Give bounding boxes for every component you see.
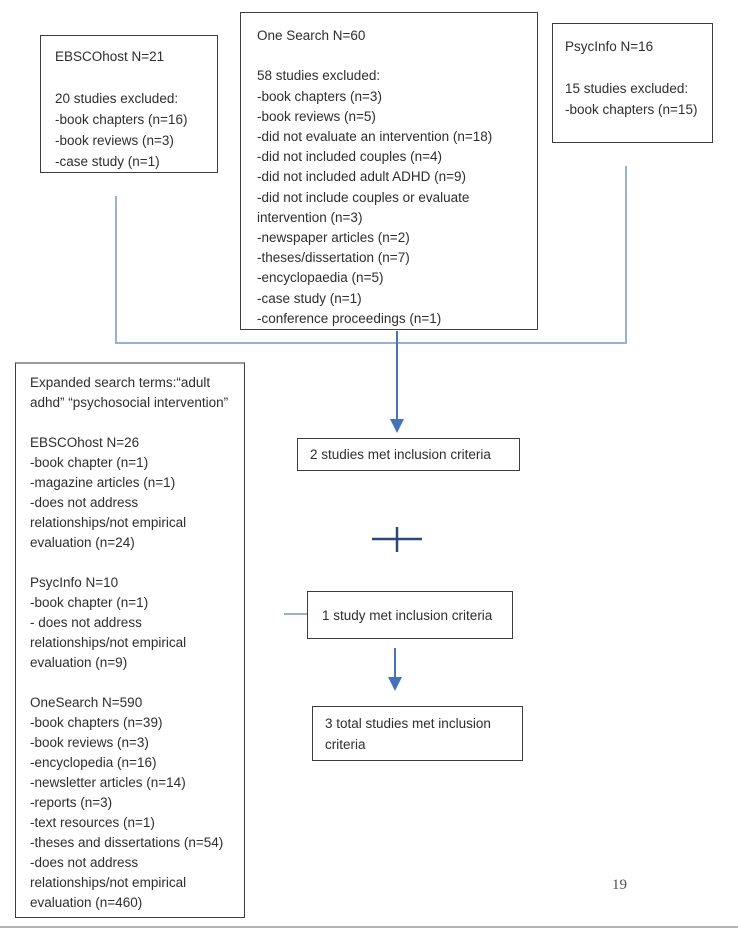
text-line xyxy=(257,46,537,66)
box-ebscohost-results: EBSCOhost N=21 20 studies excluded: -book … xyxy=(40,35,218,173)
text-line: -book chapters (n=15) xyxy=(565,102,698,117)
text-line: -book chapter (n=1) xyxy=(30,595,149,610)
text-line: -case study (n=1) xyxy=(257,290,362,306)
page-number: 19 xyxy=(612,877,627,893)
text-line: evaluation (n=24) xyxy=(30,535,135,550)
text-line xyxy=(30,553,244,573)
text-line: relationships/not empirical xyxy=(30,875,187,890)
box-expanded-search-results: Expanded search terms:“adult adhd” “psych… xyxy=(15,362,245,918)
text-line xyxy=(30,673,244,693)
text-line: -newspaper articles (n=2) xyxy=(257,230,410,246)
text-line: -encyclopedia (n=16) xyxy=(30,755,157,770)
text-line: EBSCOhost N=21 xyxy=(55,49,165,64)
text-line: -book reviews (n=3) xyxy=(55,133,174,148)
box-total-studies-included: 3 total studies met inclusion criteria xyxy=(312,706,523,761)
text-line: -newsletter articles (n=14) xyxy=(30,775,186,790)
text-line: Expanded search terms:“adult xyxy=(30,375,211,390)
text-line: -text resources (n=1) xyxy=(30,815,155,830)
box-one-study-included: 1 study met inclusion criteria xyxy=(307,591,513,639)
text-line: -did not included couples (n=4) xyxy=(257,149,442,165)
text-line: -encyclopaedia (n=5) xyxy=(257,270,384,286)
text-line: -book chapter (n=1) xyxy=(30,455,149,470)
text-line xyxy=(55,67,217,88)
arrow-down-head-icon xyxy=(388,677,402,691)
text-line xyxy=(30,413,244,433)
text-line: PsycInfo N=10 xyxy=(30,575,119,590)
text-line: -book reviews (n=3) xyxy=(30,735,149,750)
text-line: 15 studies excluded: xyxy=(565,81,689,96)
text-line: -does not address xyxy=(30,495,139,510)
text-line: -book chapters (n=16) xyxy=(55,112,188,127)
text-line: -book chapters (n=3) xyxy=(257,88,382,104)
text-line: evaluation (n=9) xyxy=(30,655,128,670)
text-line: OneSearch N=590 xyxy=(30,695,143,710)
text-line: criteria xyxy=(325,737,366,752)
text-line: 20 studies excluded: xyxy=(55,91,179,106)
text-line: evaluation (n=460) xyxy=(30,895,143,910)
text-line: -book chapters (n=39) xyxy=(30,715,163,730)
text-line: PsycInfo N=16 xyxy=(565,39,654,54)
box-one-search-results: One Search N=60 58 studies excluded: -book… xyxy=(240,12,538,330)
text-line: -does not address xyxy=(30,855,139,870)
text-line: - does not address xyxy=(30,615,142,630)
text-line: -book reviews (n=5) xyxy=(257,108,376,124)
text-line: EBSCOhost N=26 xyxy=(30,435,140,450)
box-two-studies-included: 2 studies met inclusion criteria xyxy=(297,438,520,471)
text-line: 3 total studies met inclusion xyxy=(325,716,491,731)
text-line: -reports (n=3) xyxy=(30,795,113,810)
text-line xyxy=(565,57,712,78)
text-line: relationships/not empirical xyxy=(30,515,187,530)
text-line: -did not include couples or evaluate xyxy=(257,189,470,205)
text-line: -conference proceedings (n=1) xyxy=(257,310,442,326)
text-line: One Search N=60 xyxy=(257,28,366,43)
page-bottom-edge xyxy=(0,926,738,928)
text-line: -theses/dissertation (n=7) xyxy=(257,250,410,266)
text-line: -case study (n=1) xyxy=(55,154,160,169)
box-one-label: 1 study met inclusion criteria xyxy=(322,607,493,623)
text-line: adhd” “psychosocial intervention” xyxy=(30,395,229,410)
text-line: -magazine articles (n=1) xyxy=(30,475,176,490)
box-psycinfo-results: PsycInfo N=16 15 studies excluded: -book c… xyxy=(552,23,713,143)
text-line: relationships/not empirical xyxy=(30,635,187,650)
text-line: -theses and dissertations (n=54) xyxy=(30,835,224,850)
text-line: intervention (n=3) xyxy=(257,209,363,225)
text-line: -did not evaluate an intervention (n=18) xyxy=(257,129,493,145)
box-two-label: 2 studies met inclusion criteria xyxy=(310,447,491,462)
text-line: -did not included adult ADHD (n=9) xyxy=(257,169,466,185)
arrow-down-head-icon xyxy=(390,419,404,433)
text-line: 58 studies excluded: xyxy=(257,68,381,84)
